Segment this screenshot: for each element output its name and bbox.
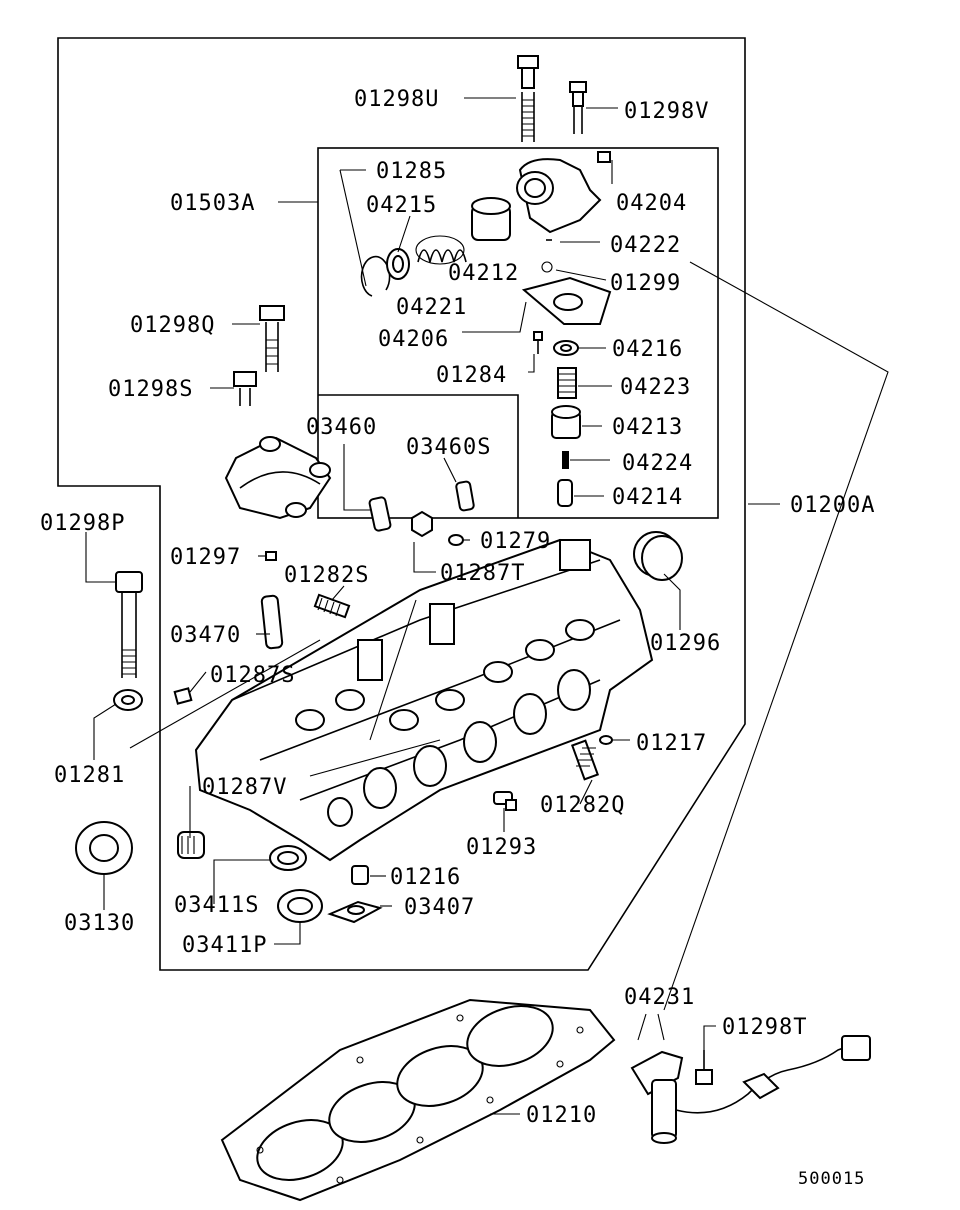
label-01217: 01217 — [636, 731, 707, 756]
label-04212: 04212 — [448, 261, 519, 286]
label-01282Q: 01282Q — [540, 793, 625, 818]
label-04224: 04224 — [622, 451, 693, 476]
plug-01216 — [351, 865, 369, 885]
plug-01287S — [173, 687, 193, 705]
spring-04221 — [415, 235, 467, 265]
label-01298Q: 01298Q — [130, 313, 215, 338]
label-01210: 01210 — [526, 1103, 597, 1128]
label-01285: 01285 — [376, 159, 447, 184]
dowel-03460-left — [368, 496, 392, 532]
seal-04215 — [386, 248, 410, 280]
gasket-03407 — [327, 900, 383, 924]
plug-01279 — [448, 534, 464, 546]
label-01299: 01299 — [610, 271, 681, 296]
label-04204: 04204 — [616, 191, 687, 216]
washer-04216 — [553, 340, 579, 356]
label-04222: 04222 — [610, 233, 681, 258]
label-04221: 04221 — [396, 295, 467, 320]
label-01296: 01296 — [650, 631, 721, 656]
dowel-03460S — [455, 480, 475, 512]
seal-03411P — [277, 889, 323, 923]
label-01216: 01216 — [390, 865, 461, 890]
plunger-04214 — [557, 479, 573, 507]
label-01200A: 01200A — [790, 493, 875, 518]
label-01287S: 01287S — [210, 663, 295, 688]
label-01287T: 01287T — [440, 561, 525, 586]
cylinder-head — [194, 538, 654, 862]
spring-04223 — [557, 367, 577, 399]
subassembly-frame-notch — [318, 394, 519, 518]
bolt-01298Q — [259, 305, 285, 372]
label-01298P: 01298P — [40, 511, 125, 536]
label-03460S: 03460S — [406, 435, 491, 460]
cap-04213 — [551, 405, 581, 439]
pipe-03470 — [260, 594, 284, 650]
label-01281: 01281 — [54, 763, 125, 788]
washer-01281 — [113, 689, 143, 711]
fitting-01293 — [493, 791, 517, 811]
label-01293: 01293 — [466, 835, 537, 860]
label-03411P: 03411P — [182, 933, 267, 958]
leader-lines — [85, 97, 889, 1115]
plug-01296 — [633, 531, 683, 581]
label-01298U: 01298U — [354, 87, 439, 112]
label-03411S: 03411S — [174, 893, 259, 918]
sensor-04231 — [630, 1035, 871, 1144]
seal-03130 — [75, 821, 133, 875]
nut-01287T — [411, 510, 433, 538]
label-04215: 04215 — [366, 193, 437, 218]
valve-housing-04204 — [516, 151, 611, 234]
pin-04224 — [562, 451, 569, 469]
bolt-01298V — [569, 81, 587, 134]
label-01298S: 01298S — [108, 377, 193, 402]
label-04223: 04223 — [620, 375, 691, 400]
bolt-01298T — [695, 1050, 713, 1085]
stud-01282S — [313, 593, 351, 619]
label-01297: 01297 — [170, 545, 241, 570]
head-gasket-01210 — [220, 998, 616, 1202]
label-04206: 04206 — [378, 327, 449, 352]
label-01298T: 01298T — [722, 1015, 807, 1040]
label-03470: 03470 — [170, 623, 241, 648]
label-03130: 03130 — [64, 911, 135, 936]
bolt-01298U — [517, 55, 539, 142]
plug-01287V — [177, 831, 205, 859]
label-01503A: 01503A — [170, 191, 255, 216]
assembly-frame-01200A — [57, 37, 746, 971]
gasket-plate-04206 — [521, 276, 612, 325]
bolt-01298P — [115, 571, 143, 678]
label-01284: 01284 — [436, 363, 507, 388]
sleeve-04212 — [471, 197, 511, 241]
oring-01299 — [541, 261, 553, 273]
label-01279: 01279 — [480, 529, 551, 554]
label-04216: 04216 — [612, 337, 683, 362]
seal-03411S — [269, 845, 307, 871]
screw-01284 — [533, 331, 543, 354]
snap-ring-01285 — [360, 255, 391, 297]
stud-01282Q — [570, 739, 600, 781]
bearing-cap-03460 — [224, 436, 332, 520]
label-03460: 03460 — [306, 415, 377, 440]
label-04214: 04214 — [612, 485, 683, 510]
label-01287V: 01287V — [202, 775, 287, 800]
bolt-01298S — [233, 371, 257, 406]
label-01282S: 01282S — [284, 563, 369, 588]
label-01298V: 01298V — [624, 99, 709, 124]
label-04213: 04213 — [612, 415, 683, 440]
label-04231: 04231 — [624, 985, 695, 1010]
plug-01217 — [599, 735, 613, 745]
label-03407: 03407 — [404, 895, 475, 920]
plug-01297 — [265, 551, 277, 561]
diagram-code: 500015 — [798, 1169, 865, 1189]
